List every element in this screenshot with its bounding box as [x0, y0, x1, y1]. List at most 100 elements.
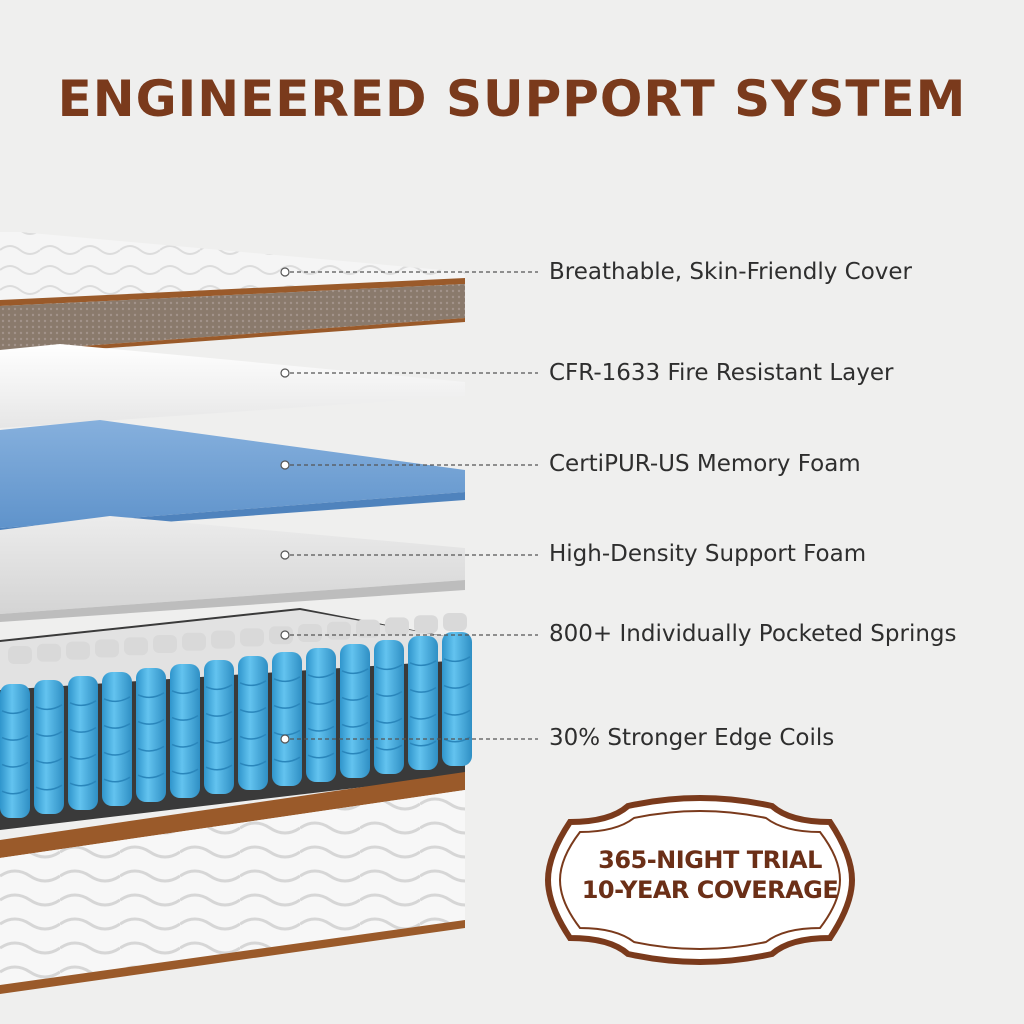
- spring-wrap: [103, 696, 131, 703]
- spring-wrap: [239, 733, 267, 740]
- spring-wrap: [341, 748, 369, 755]
- spring-wrap: [171, 688, 199, 695]
- trial-badge: [544, 795, 856, 965]
- callout-leaders: [280, 267, 538, 744]
- spring-back: [240, 628, 264, 647]
- fire-resistant-layer: [0, 344, 465, 428]
- spring-coil: [68, 676, 98, 810]
- spring-coil: [34, 680, 64, 814]
- callout-fire-resistant: CFR-1633 Fire Resistant Layer: [549, 360, 894, 386]
- spring-wrap: [1, 761, 29, 768]
- spring-wrap: [273, 676, 301, 683]
- spring-wrap: [35, 730, 63, 737]
- spring-wrap: [69, 753, 97, 760]
- spring-coil: [0, 684, 30, 818]
- spring-wrap: [1, 708, 29, 715]
- spring-back: [8, 646, 32, 664]
- callout-memory-foam: CertiPUR-US Memory Foam: [549, 451, 861, 477]
- callout-pocketed-springs: 800+ Individually Pocketed Springs: [549, 621, 957, 647]
- spring-coil: [340, 644, 370, 778]
- spring-wrap: [171, 768, 199, 775]
- spring-back: [298, 624, 322, 642]
- callout-edge-coils: 30% Stronger Edge Coils: [549, 725, 835, 751]
- support-foam-layer: [0, 516, 465, 622]
- spring-wrap: [375, 717, 403, 724]
- spring-wrap: [69, 780, 97, 787]
- spring-wrap: [205, 684, 233, 691]
- spring-back: [327, 621, 351, 640]
- badge-trial-text: 365-NIGHT TRIAL: [598, 846, 822, 874]
- spring-wrap: [375, 690, 403, 697]
- spring-wrap: [409, 660, 437, 667]
- spring-wrap: [205, 737, 233, 744]
- pocketed-springs: [0, 613, 472, 818]
- spring-wrap: [307, 752, 335, 759]
- spring-back: [66, 641, 90, 660]
- spring-wrap: [1, 788, 29, 795]
- spring-coil: [170, 664, 200, 798]
- spring-wrap: [205, 710, 233, 717]
- spring-wrap: [409, 713, 437, 720]
- spring-wrap: [409, 740, 437, 747]
- spring-wrap: [137, 718, 165, 725]
- spring-coil: [374, 640, 404, 774]
- spring-wrap: [307, 698, 335, 705]
- spring-wrap: [341, 721, 369, 728]
- spring-wrap: [341, 694, 369, 701]
- callout-support-foam: High-Density Support Foam: [549, 541, 867, 567]
- page-title: ENGINEERED SUPPORT SYSTEM: [57, 70, 967, 128]
- spring-back: [37, 643, 61, 662]
- spring-coil: [272, 652, 302, 786]
- spring-back: [124, 637, 148, 656]
- spring-back: [95, 639, 119, 658]
- cover-layer: [0, 232, 465, 356]
- spring-wrap: [35, 784, 63, 791]
- spring-wrap: [103, 776, 131, 783]
- spring-coil: [442, 632, 472, 766]
- spring-wrap: [137, 745, 165, 752]
- spring-wrap: [443, 736, 471, 743]
- spring-wrap: [137, 772, 165, 779]
- spring-coil: [102, 672, 132, 806]
- spring-wrap: [137, 692, 165, 699]
- spring-coil: [136, 668, 166, 802]
- spring-wrap: [375, 664, 403, 671]
- spring-wrap: [205, 764, 233, 771]
- spring-wrap: [409, 686, 437, 693]
- mattress-base: [0, 772, 465, 994]
- spring-wrap: [341, 668, 369, 675]
- spring-coil: [204, 660, 234, 794]
- spring-wrap: [307, 672, 335, 679]
- spring-back: [182, 632, 206, 651]
- spring-wrap: [69, 726, 97, 733]
- badge-coverage-text: 10-YEAR COVERAGE: [581, 876, 839, 904]
- spring-back: [153, 635, 177, 653]
- spring-wrap: [239, 760, 267, 767]
- spring-wrap: [103, 722, 131, 729]
- spring-wrap: [307, 725, 335, 732]
- spring-back: [414, 615, 438, 634]
- spring-wrap: [443, 656, 471, 663]
- spring-coil: [238, 656, 268, 790]
- spring-back: [443, 613, 467, 631]
- spring-wrap: [171, 714, 199, 721]
- spring-wrap: [375, 744, 403, 751]
- spring-wrap: [171, 741, 199, 748]
- spring-wrap: [239, 680, 267, 687]
- spring-back: [356, 619, 380, 638]
- spring-wrap: [443, 709, 471, 716]
- spring-back: [385, 617, 409, 636]
- spring-wrap: [69, 700, 97, 707]
- spring-wrap: [273, 702, 301, 709]
- spring-wrap: [1, 734, 29, 741]
- spring-wrap: [239, 706, 267, 713]
- spring-back: [211, 630, 235, 649]
- spring-coil: [408, 636, 438, 770]
- spring-wrap: [35, 757, 63, 764]
- spring-wrap: [103, 749, 131, 756]
- memory-foam-layer: [0, 420, 465, 534]
- callout-cover: Breathable, Skin-Friendly Cover: [549, 259, 913, 285]
- spring-wrap: [35, 704, 63, 711]
- spring-wrap: [443, 682, 471, 689]
